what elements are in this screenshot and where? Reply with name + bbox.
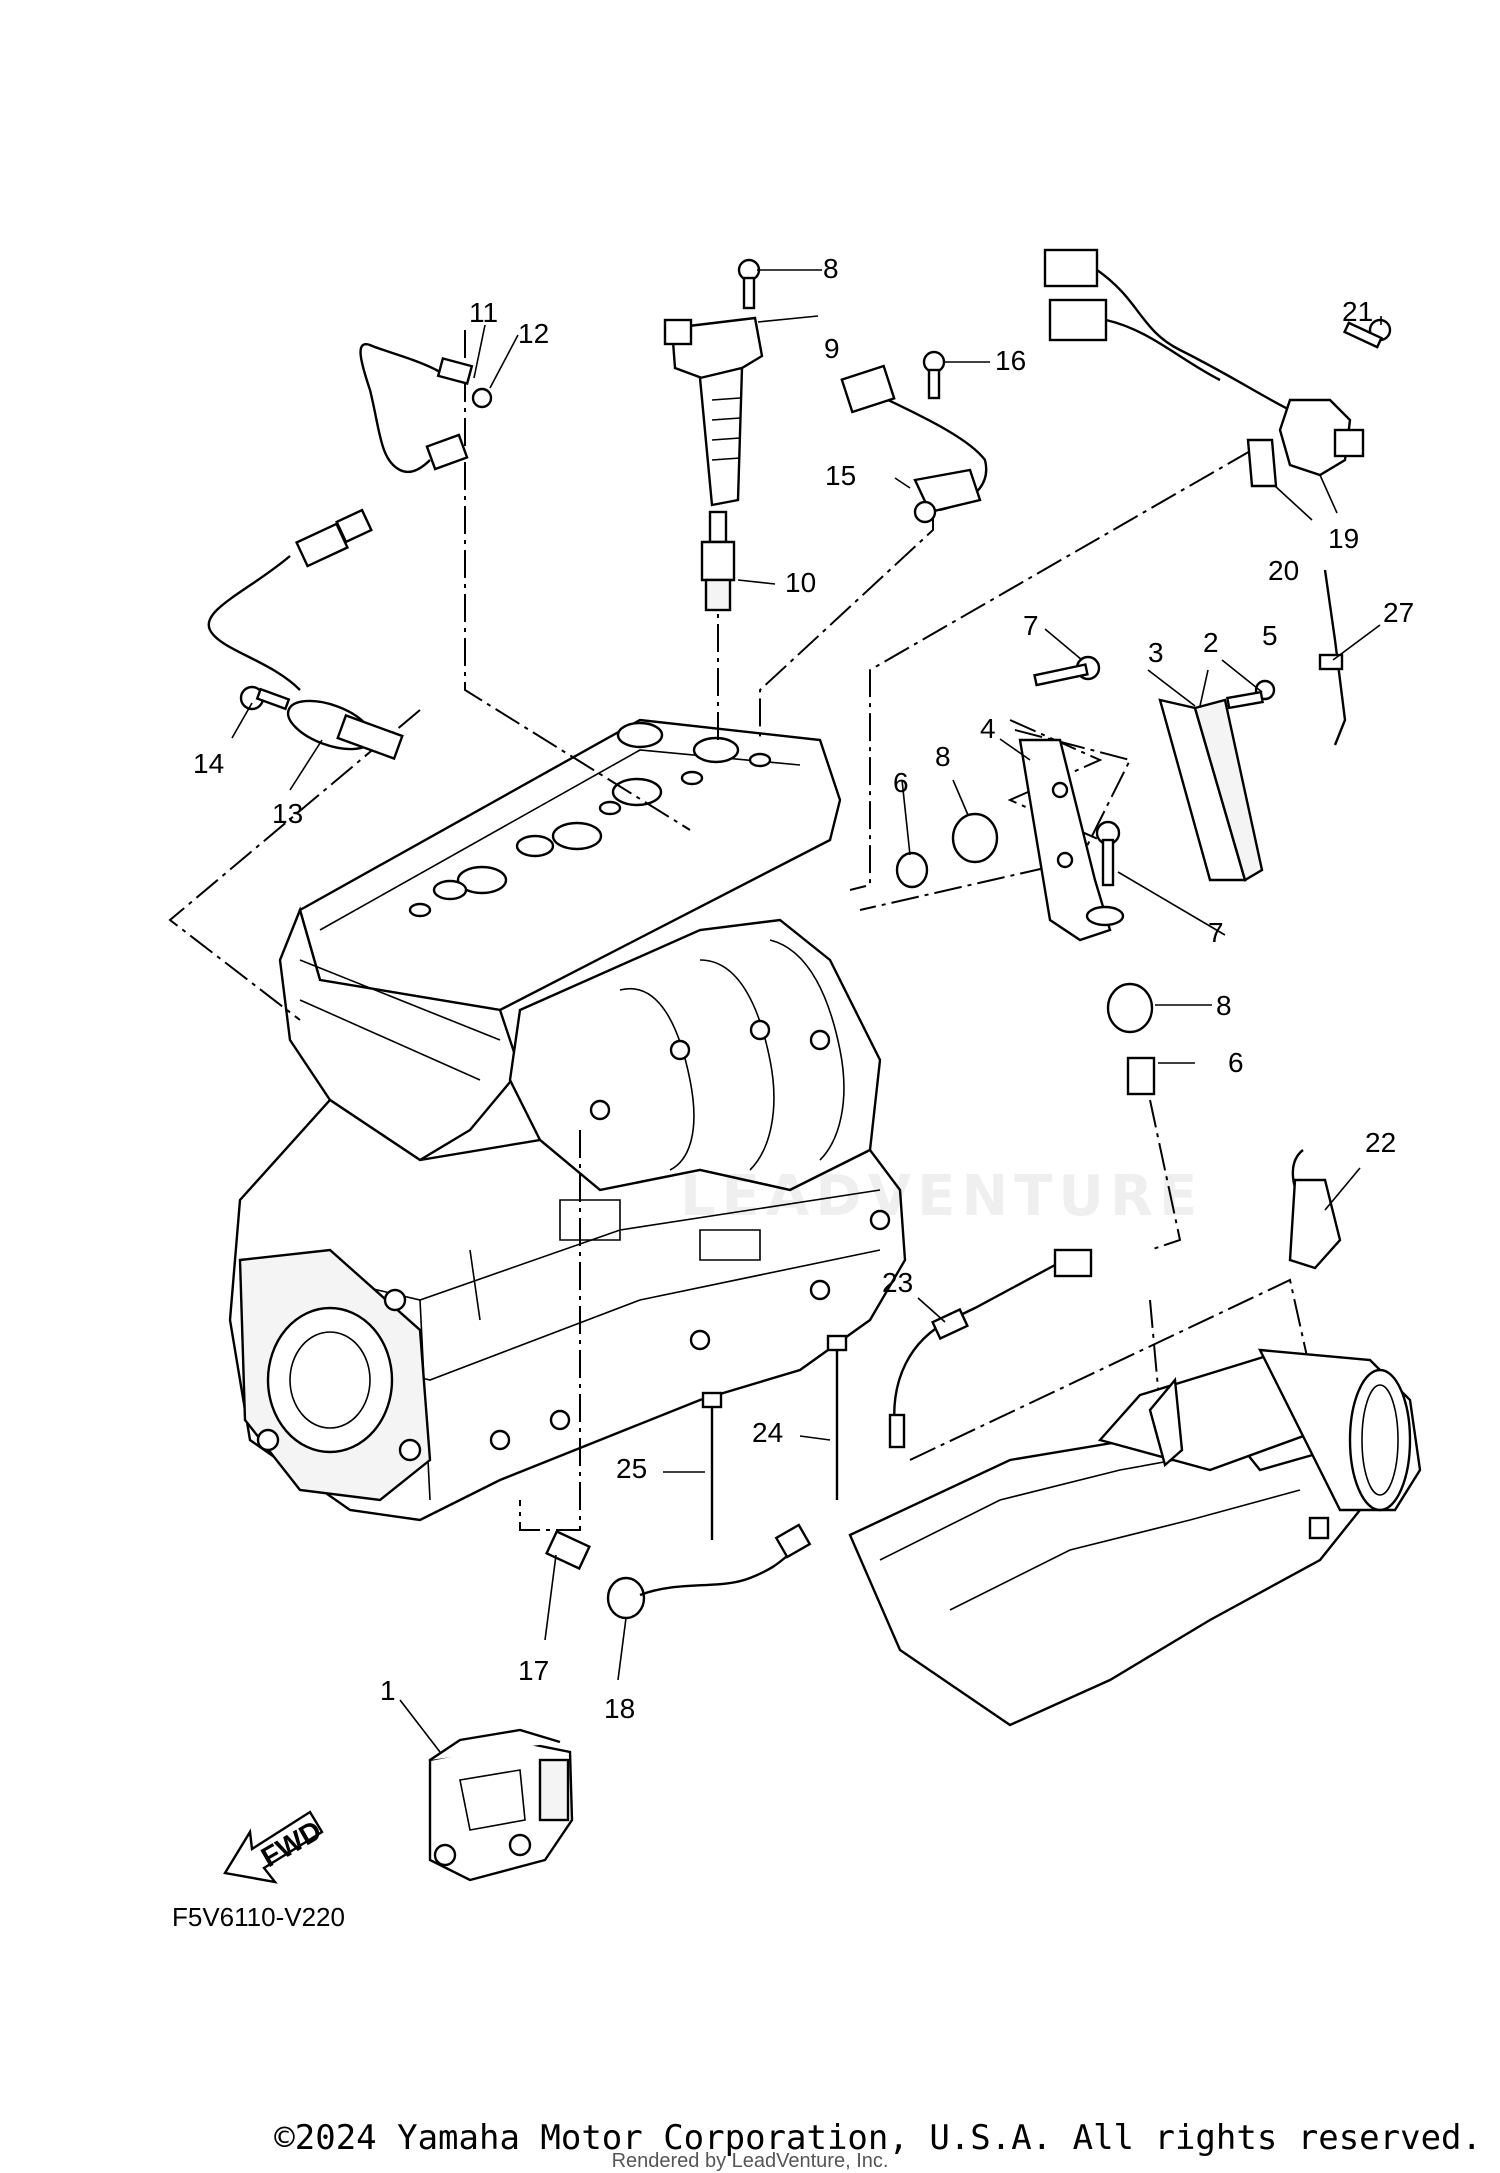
callout-17: 16: [995, 345, 1026, 376]
exhaust-muffler: [848, 1348, 1422, 1727]
callout-11: 10: [785, 567, 816, 598]
callout-20: 19: [1328, 523, 1359, 554]
bolt-15: [239, 685, 291, 711]
bolt-5: [1225, 679, 1276, 710]
callout-8b: 8: [1216, 990, 1232, 1021]
callout-6b: 6: [1228, 1047, 1244, 1078]
callout-9: 9: [824, 333, 840, 364]
cam-sensor-16: [840, 364, 988, 524]
rendered-by-notice: Rendered by LeadVenture, Inc.: [611, 2150, 889, 2172]
engine-block: [228, 718, 907, 1522]
drawing-code: F5V6110-V220: [172, 1902, 345, 1932]
callout-22: 21: [1342, 296, 1373, 327]
module-1: [428, 1728, 574, 1882]
callout-27: 27: [1383, 597, 1414, 628]
wire-harness-20: [1043, 248, 1365, 477]
ecu-cover-2: [1193, 698, 1264, 882]
sensor-14: [207, 508, 404, 761]
callout-25: 24: [752, 1417, 783, 1448]
callout-4: 4: [980, 713, 996, 744]
cable-tie-26: [701, 1391, 723, 1540]
bolt-7: [1033, 655, 1125, 927]
callout-19: 18: [604, 1693, 635, 1724]
collar-6: [895, 851, 1156, 1096]
knock-sensor-19: [606, 1523, 812, 1620]
callout-23: 22: [1365, 1127, 1396, 1158]
bolt-17: [922, 350, 946, 400]
bolt-10: [737, 258, 761, 310]
callout-21: 20: [1268, 555, 1299, 586]
watermark: LEADVENTURE: [680, 1164, 1203, 1229]
bolt-22: [1342, 318, 1392, 349]
callout-5: 5: [1262, 620, 1278, 651]
grommet-8: [951, 812, 1154, 1034]
callout-12: 11: [469, 297, 498, 328]
callout-24: 23: [882, 1267, 913, 1298]
cable-tie-25: [826, 1334, 848, 1500]
callout-14: 13: [272, 798, 303, 829]
callout-8a: 8: [935, 741, 951, 772]
spark-plug-11: [700, 510, 736, 612]
gasket-21: [1246, 438, 1278, 488]
callout-6a: 6: [893, 767, 909, 798]
callout-18: 17: [518, 1655, 549, 1686]
callout-10: 8: [823, 253, 839, 284]
callout-1: 1: [380, 1675, 396, 1706]
fwd-arrow-icon: FWD: [223, 1810, 327, 1884]
callout-16: 15: [825, 460, 856, 491]
sensor-24: [888, 1248, 1093, 1449]
callout-3: 3: [1148, 637, 1164, 668]
sensor-harness-12: [359, 343, 493, 474]
callout-13: 12: [518, 318, 549, 349]
callout-15: 14: [193, 748, 224, 779]
copyright-notice: ©2024 Yamaha Motor Corporation, U.S.A. A…: [274, 2118, 1482, 2158]
sensor-18: [545, 1529, 591, 1571]
callout-7a: 7: [1023, 610, 1039, 641]
clamp-27: [1318, 569, 1347, 746]
ignition-coil-9: [663, 316, 764, 507]
callout-26: 25: [616, 1453, 647, 1484]
clamp-23: [1288, 1149, 1342, 1270]
bracket-4: [1018, 738, 1112, 942]
callout-numbers: 8 9 10 11 12 15 16 14 13 21 20 19 27 7 5…: [193, 253, 1414, 1724]
cam-cover-holes: [408, 721, 772, 918]
callout-leaders: [231, 269, 1382, 1753]
callout-7b: 7: [1208, 917, 1224, 948]
callout-2: 2: [1203, 627, 1219, 658]
